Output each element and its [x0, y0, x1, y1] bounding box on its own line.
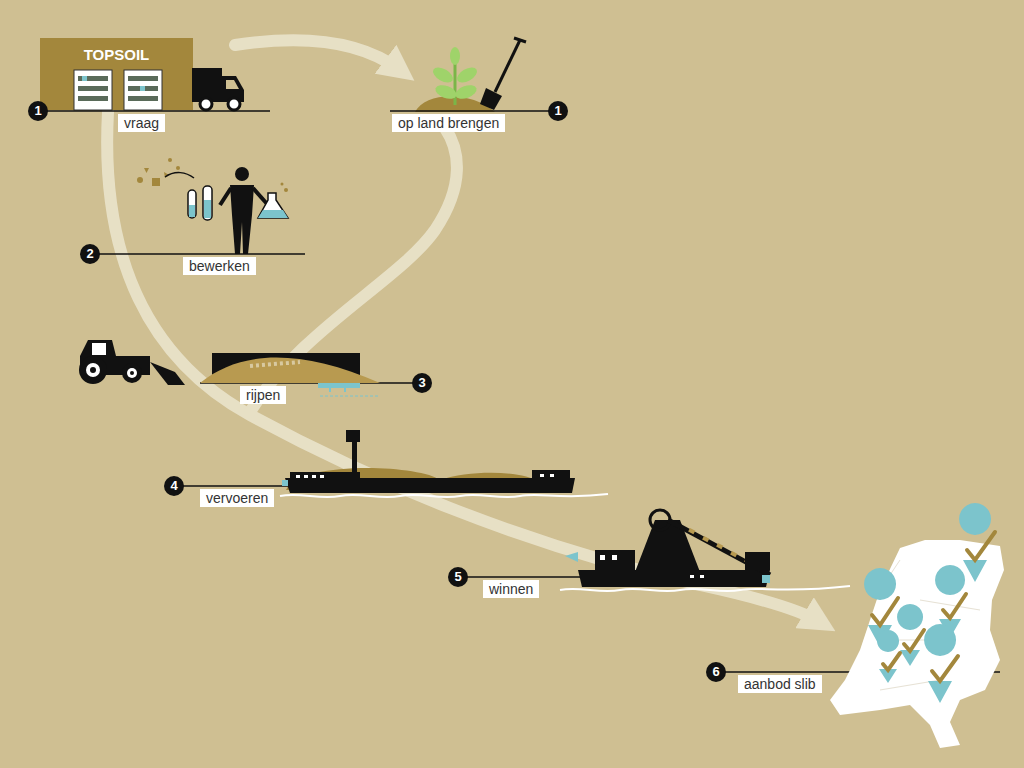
step-label: rijpen — [240, 386, 286, 404]
building-sign: TOPSOIL — [40, 38, 193, 110]
label-text: TOPSOIL — [40, 46, 193, 63]
step-label: op land brengen — [392, 114, 505, 132]
label-text: op land brengen — [398, 115, 499, 131]
callout-number: 4 — [164, 476, 184, 496]
label-text: winnen — [489, 581, 533, 597]
callout-number: 1 — [28, 101, 48, 121]
label-text: vervoeren — [206, 490, 268, 506]
barge — [280, 430, 608, 497]
callout-number: 3 — [412, 373, 432, 393]
step-label: bewerken — [183, 257, 256, 275]
step-label: aanbod slib — [738, 675, 822, 693]
truck — [192, 68, 244, 110]
callout-number: 5 — [448, 567, 468, 587]
plant-shovel — [415, 38, 526, 112]
step-label: vervoeren — [200, 489, 274, 507]
label-text: aanbod slib — [744, 676, 816, 692]
netherlands-map — [830, 503, 1004, 748]
callout-number: 1 — [548, 101, 568, 121]
dredger — [560, 510, 850, 591]
label-text: vraag — [124, 115, 159, 131]
callout-number: 6 — [706, 662, 726, 682]
label-text: bewerken — [189, 258, 250, 274]
step-label: vraag — [118, 114, 165, 132]
flow-curve — [107, 40, 820, 622]
step-label: winnen — [483, 580, 539, 598]
label-text: rijpen — [246, 387, 280, 403]
label-rule — [38, 111, 1000, 672]
tractor-pile — [79, 340, 380, 396]
topsoil-building — [40, 38, 193, 110]
lab-worker — [137, 158, 288, 254]
callout-number: 2 — [80, 244, 100, 264]
